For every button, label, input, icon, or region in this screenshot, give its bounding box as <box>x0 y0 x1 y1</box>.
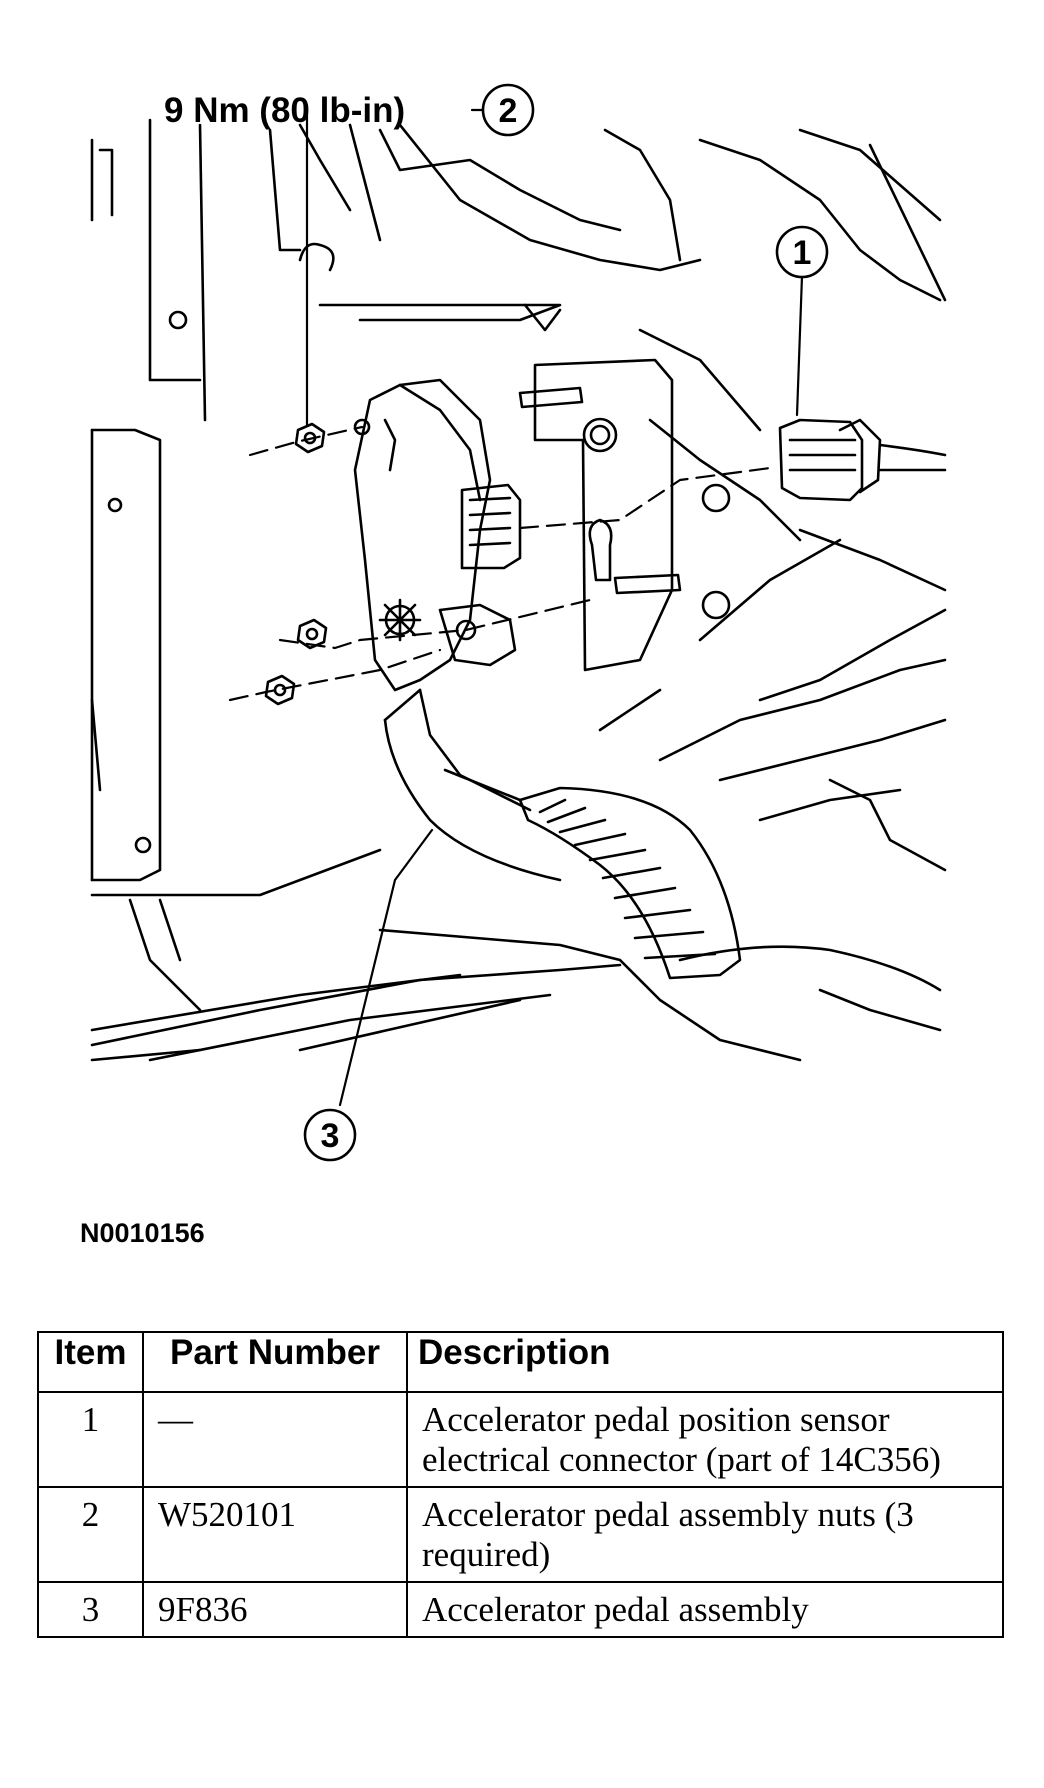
cell-item: 3 <box>37 1581 144 1638</box>
torque-specification: 9 Nm (80 lb-in) <box>164 91 405 130</box>
callout-circle-3 <box>303 1108 357 1162</box>
mounting-bracket <box>518 358 731 672</box>
pedal-arm <box>383 688 562 882</box>
figure-id: N0010156 <box>80 1218 205 1248</box>
cell-item: 1 <box>37 1391 144 1488</box>
fastener-nuts <box>264 422 328 706</box>
callout-circle-2 <box>481 83 535 137</box>
header-item: Item <box>37 1331 144 1393</box>
electrical-connector <box>778 418 947 502</box>
callout-number-2: 2 <box>499 92 518 130</box>
table-row: 2 W520101 Accelerator pedal assembly nut… <box>37 1486 1004 1583</box>
callout-number-1: 1 <box>793 234 812 272</box>
cell-description: Accelerator pedal position sensor electr… <box>406 1391 1004 1488</box>
callout-circle-1 <box>775 225 829 279</box>
table-header-row: Item Part Number Description <box>37 1331 1004 1393</box>
table-row: 1 — Accelerator pedal position sensor el… <box>37 1391 1004 1488</box>
cell-description: Accelerator pedal assembly <box>406 1581 1004 1638</box>
floor-structure <box>90 528 947 1062</box>
cell-part-number: W520101 <box>142 1486 408 1583</box>
cell-item: 2 <box>37 1486 144 1583</box>
header-part-number: Part Number <box>142 1331 408 1393</box>
cell-part-number: — <box>142 1391 408 1488</box>
left-panel <box>90 118 202 882</box>
cell-description: Accelerator pedal assembly nuts (3 requi… <box>406 1486 1004 1583</box>
pedal-pad <box>518 786 742 980</box>
parts-table: Item Part Number Description 1 — Acceler… <box>37 1331 1004 1638</box>
background-structure <box>198 123 947 542</box>
pedal-assembly-illustration: 1 2 3 9 Nm (80 lb-in) <box>90 83 947 1162</box>
callout-number-3: 3 <box>321 1117 340 1155</box>
sensor-housing <box>353 378 522 692</box>
assembly-dash-lines <box>228 425 772 702</box>
cell-part-number: 9F836 <box>142 1581 408 1638</box>
table-row: 3 9F836 Accelerator pedal assembly <box>37 1581 1004 1638</box>
header-description: Description <box>406 1331 1004 1393</box>
